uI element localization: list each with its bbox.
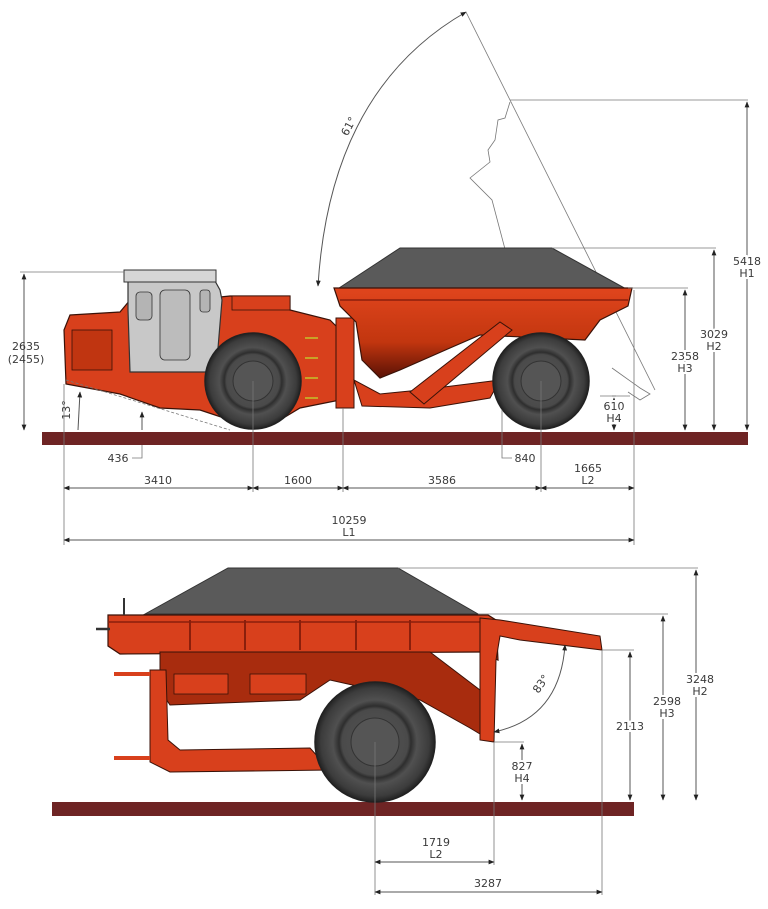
trailer-gate-height-label: 2113: [616, 720, 644, 733]
load-heap-trailer: [143, 567, 480, 615]
trailer-l2-name-label: L2: [429, 848, 442, 861]
trailer-overall-length-label: 3287: [474, 877, 502, 890]
trailer-l2-value-label: 1719: [422, 836, 450, 849]
h2-name-label: H2: [706, 340, 721, 353]
l2-value-label: 1665: [574, 462, 602, 475]
trailer-h2-value-label: 3248: [686, 673, 714, 686]
h4-value-label: 610: [604, 400, 625, 413]
h3-name-label: H3: [677, 362, 692, 375]
trailer-side-view: 83° 3248 H2 2598 H3 2113 827 H4 1719 L2 …: [52, 567, 716, 895]
dump-arc: [315, 11, 467, 287]
trailer-h4-value-label: 827: [512, 760, 533, 773]
length-front-axle-label: 3410: [144, 474, 172, 487]
ground-bar-truck: [42, 432, 748, 445]
trailer-h2-name-label: H2: [692, 685, 707, 698]
h4-name-label: H4: [606, 412, 621, 425]
h3-value-label: 2358: [671, 350, 699, 363]
l1-name-label: L1: [342, 526, 355, 539]
cab-height-label: 2635: [12, 340, 40, 353]
trailer-h3-name-label: H3: [659, 707, 674, 720]
length-hinge-rear-axle-label: 3586: [428, 474, 456, 487]
h1-value-label: 5418: [733, 255, 761, 268]
approach-angle-label: 13°: [60, 400, 73, 420]
l1-value-label: 10259: [332, 514, 367, 527]
gate-angle-label: 83°: [530, 672, 552, 695]
cab-height-alt-label: (2455): [8, 353, 45, 366]
ground-bar-trailer: [52, 802, 634, 816]
rear-clearance-label: 840: [515, 452, 536, 465]
dump-angle-label: 61°: [339, 115, 360, 138]
h1-name-label: H1: [739, 267, 754, 280]
load-heap-truck: [334, 247, 629, 291]
l2-name-label: L2: [581, 474, 594, 487]
front-clearance-label: 436: [108, 452, 129, 465]
trailer-h3-value-label: 2598: [653, 695, 681, 708]
length-axle-hinge-label: 1600: [284, 474, 312, 487]
dump-body: [333, 287, 633, 379]
truck-side-view: 2635 (2455) 13° 61° 436 840 3410 1600 35…: [8, 11, 763, 545]
trailer-h4-name-label: H4: [514, 772, 529, 785]
h2-value-label: 3029: [700, 328, 728, 341]
